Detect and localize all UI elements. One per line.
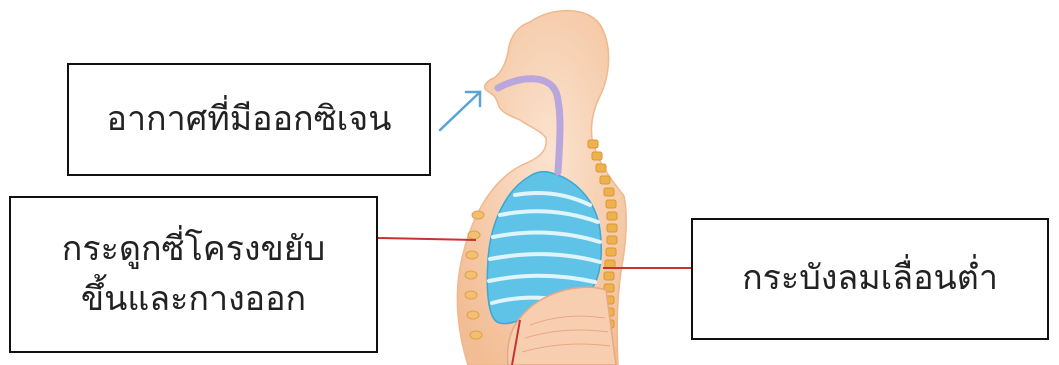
- oxygen-air-label: อากาศที่มีออกซิเจน: [67, 63, 431, 176]
- ribs-leader-line: [378, 238, 476, 240]
- ribs-text-line2: ขึ้นและกางออก: [81, 275, 306, 324]
- oxygen-air-text: อากาศที่มีออกซิเจน: [107, 95, 392, 144]
- diaphragm-label: กระบังลมเลื่อนต่ำ: [691, 218, 1049, 340]
- diaphragm-text: กระบังลมเลื่อนต่ำ: [742, 254, 998, 303]
- air-inflow-arrow: [440, 92, 480, 130]
- ribs-label: กระดูกซี่โครงขยับ ขึ้นและกางออก: [9, 196, 378, 353]
- ribs-text-line1: กระดูกซี่โครงขยับ: [62, 225, 325, 274]
